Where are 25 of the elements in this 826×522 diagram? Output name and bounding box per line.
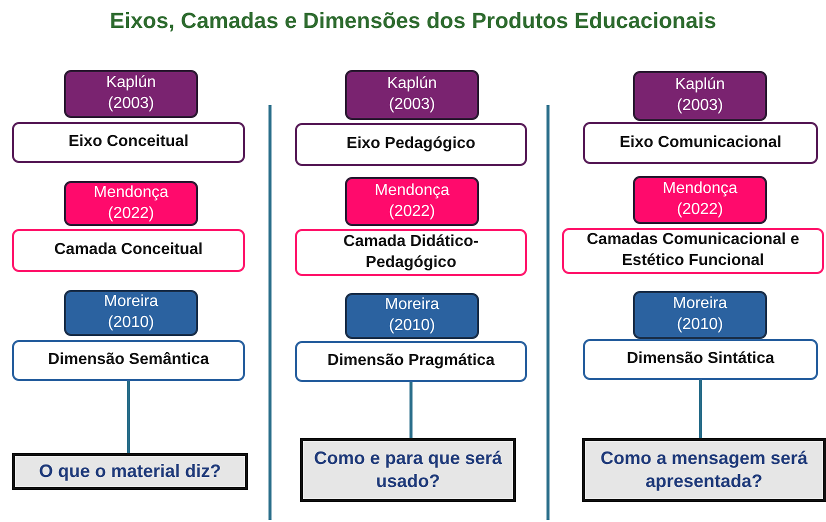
author-tag: Mendonça (2022)	[345, 177, 479, 226]
concept-box: Dimensão Sintática	[583, 339, 818, 380]
connector-line	[410, 382, 412, 438]
author-tag: Moreira (2010)	[345, 293, 479, 339]
author-tag: Kaplún (2003)	[633, 71, 767, 121]
author-tag: Mendonça (2022)	[64, 181, 198, 226]
connector-line	[699, 380, 702, 438]
concept-box: Eixo Conceitual	[12, 122, 245, 163]
author-tag: Kaplún (2003)	[64, 70, 198, 118]
author-tag: Kaplún (2003)	[345, 70, 479, 120]
concept-box: Camada Didático- Pedagógico	[295, 229, 527, 276]
author-tag: Mendonça (2022)	[633, 176, 767, 224]
concept-box: Camadas Comunicacional e Estético Funcional	[562, 228, 824, 274]
author-tag: Moreira (2010)	[633, 291, 767, 339]
concept-box: Dimensão Pragmática	[295, 341, 527, 382]
title: Eixos, Camadas e Dimensões dos Produtos Educacionais	[108, 8, 718, 34]
question-box: O que o material diz?	[12, 453, 248, 490]
concept-box: Eixo Comunicacional	[583, 122, 818, 164]
concept-box: Dimensão Semântica	[12, 340, 245, 381]
concept-box: Camada Conceitual	[12, 229, 245, 272]
concept-box: Eixo Pedagógico	[295, 123, 527, 166]
connector-line	[127, 381, 130, 453]
question-box: Como a mensagem será apresentada?	[582, 438, 826, 502]
question-box: Como e para que será usado?	[300, 438, 516, 502]
author-tag: Moreira (2010)	[64, 290, 198, 336]
